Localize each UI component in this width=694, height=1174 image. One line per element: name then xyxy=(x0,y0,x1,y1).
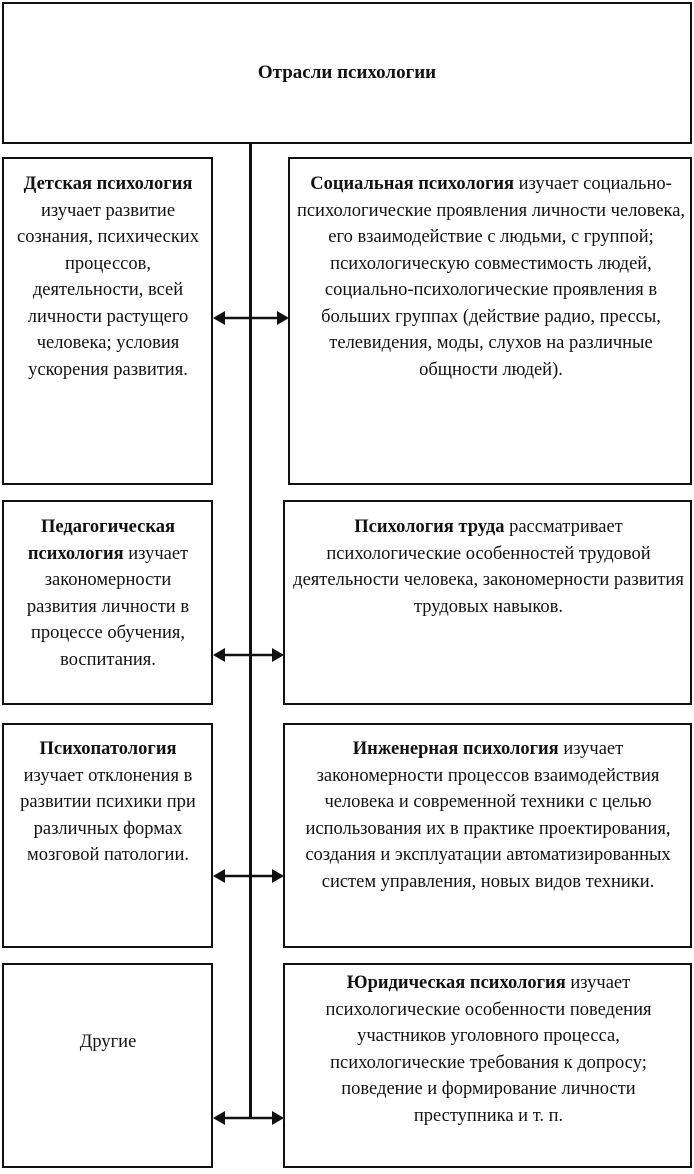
branch-heading: Психология труда xyxy=(354,517,505,537)
branch-text-legal-psychology: Юридическая психология изучает психологи… xyxy=(291,970,686,1129)
branch-box-pedagogical-psychology xyxy=(2,500,213,705)
branch-description: изучает социально-психологические проявл… xyxy=(296,174,686,380)
branch-description: изучает психологические особенности пове… xyxy=(325,973,652,1126)
branch-box-other xyxy=(2,963,213,1168)
central-connector-line xyxy=(249,144,252,1118)
branch-description: изучает закономерности процессов взаимод… xyxy=(305,739,671,892)
branch-heading: Детская психология xyxy=(23,174,193,194)
branch-description: изучает закономерности развития личности… xyxy=(26,543,190,670)
branch-description: рассматривает психологические особенност… xyxy=(293,517,684,617)
branch-box-psychopathology xyxy=(2,723,213,948)
branch-text-psychopathology: Психопатология изучает отклонения в разв… xyxy=(8,736,208,869)
diagram-title: Отрасли психологии xyxy=(257,62,437,83)
branch-box-social-psychology xyxy=(288,157,692,485)
branch-text-other: Другие xyxy=(8,1029,208,1056)
double-arrow-icon-row-1 xyxy=(213,311,289,325)
branch-box-child-psychology xyxy=(2,157,213,485)
branch-text-social-psychology: Социальная психология изучает социально-… xyxy=(296,171,686,383)
branch-description: изучает развитие сознания, психических п… xyxy=(17,200,199,380)
title-box xyxy=(2,2,692,144)
branch-heading: Юридическая психология xyxy=(346,973,566,993)
branch-text-child-psychology: Детская психология изучает развитие созн… xyxy=(8,171,208,383)
branch-description: Другие xyxy=(79,1032,137,1052)
branch-box-engineering-psychology xyxy=(283,723,692,948)
branch-box-legal-psychology xyxy=(283,963,692,1168)
branch-description: изучает отклонения в развитии психики пр… xyxy=(20,765,196,866)
double-arrow-icon-row-4 xyxy=(213,1111,284,1125)
branch-text-engineering-psychology: Инженерная психология изучает закономерн… xyxy=(289,736,687,895)
branch-heading: Педагогическая психология xyxy=(27,517,175,564)
double-arrow-icon-row-2 xyxy=(213,648,284,662)
double-arrow-icon-row-3 xyxy=(213,869,284,883)
branch-heading: Инженерная психология xyxy=(352,739,559,759)
branch-text-pedagogical-psychology: Педагогическая психология изучает законо… xyxy=(8,514,208,673)
branch-text-labor-psychology: Психология труда рассматривает психологи… xyxy=(291,514,686,620)
branch-heading: Психопатология xyxy=(39,739,177,759)
branch-heading: Социальная психология xyxy=(310,174,515,194)
branch-box-labor-psychology xyxy=(283,500,692,705)
